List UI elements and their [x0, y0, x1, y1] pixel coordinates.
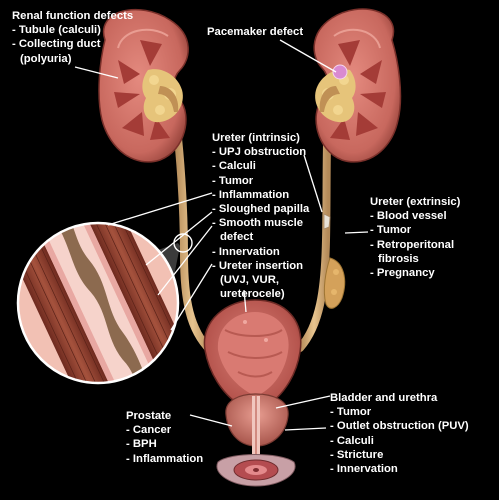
ureter-extrinsic-item: fibrosis [378, 252, 419, 265]
bladder-item: - Calculi [330, 434, 374, 447]
ureter-intrinsic-title: Ureter (intrinsic) [212, 132, 300, 144]
pacemaker-site [332, 64, 348, 80]
right-kidney [313, 8, 402, 163]
prostate-title: Prostate [126, 410, 172, 422]
bladder-urethra-title: Bladder and urethra [330, 392, 438, 404]
ureter-intrinsic-item: ureterocele) [220, 288, 285, 301]
ureter-intrinsic-item: - Ureter insertion [212, 259, 304, 272]
ureter-intrinsic-item: - Sloughed papilla [212, 203, 310, 216]
renal-function-title: Renal function defects [12, 10, 134, 22]
bladder-urethra-label: Bladder and urethra - Tumor - Outlet obs… [330, 391, 469, 476]
pacemaker-label: Pacemaker defect [207, 25, 303, 39]
renal-item: - Collecting duct [12, 38, 101, 51]
renal-item: (polyuria) [20, 52, 72, 65]
extrinsic-mass [323, 257, 346, 309]
ureter-intrinsic-item: - Tumor [212, 174, 254, 187]
ureter-intrinsic-item: - UPJ obstruction [212, 146, 307, 159]
prostate-urethra [216, 393, 296, 487]
prostate-item: - Cancer [126, 424, 172, 437]
ureter-extrinsic-item: - Blood vessel [370, 210, 447, 223]
ureter-extrinsic-item: - Pregnancy [370, 267, 435, 280]
left-kidney [98, 8, 189, 163]
ureter-extrinsic-item: - Retroperitonal [370, 238, 455, 251]
ureter-extrinsic-title: Ureter (extrinsic) [370, 196, 461, 208]
bladder-item: - Outlet obstruction (PUV) [330, 420, 469, 433]
bladder [203, 299, 302, 411]
ureter-intrinsic-item: - Calculi [212, 160, 256, 173]
magnified-ureter [16, 221, 193, 385]
prostate-label: Prostate - Cancer - BPH - Inflammation [126, 409, 203, 466]
renal-function-label: Renal function defects - Tubule (calculi… [12, 9, 133, 66]
leader-lines [74, 39, 369, 431]
ureter-intrinsic-label: Ureter (intrinsic) - UPJ obstruction - C… [212, 131, 309, 301]
left-ureter [171, 108, 214, 354]
ureter-intrinsic-item: - Smooth muscle [212, 217, 304, 230]
prostate-item: - Inflammation [126, 452, 204, 465]
ureter-intrinsic-item: (UVJ, VUR, [220, 274, 280, 287]
ureter-extrinsic-item: - Tumor [370, 224, 412, 237]
ureter-stone [323, 213, 331, 230]
bladder-item: - Tumor [330, 406, 372, 419]
bladder-item: - Innervation [330, 463, 398, 476]
renal-item: - Tubule (calculi) [12, 24, 101, 37]
ureter-intrinsic-item: defect [220, 231, 254, 244]
ureter-extrinsic-label: Ureter (extrinsic) - Blood vessel - Tumo… [370, 195, 460, 280]
bladder-item: - Stricture [330, 448, 384, 461]
pacemaker-title: Pacemaker defect [207, 26, 304, 38]
ureter-intrinsic-item: - Inflammation [212, 188, 290, 201]
prostate-item: - BPH [126, 438, 157, 451]
ureter-intrinsic-item: - Innervation [212, 245, 280, 258]
